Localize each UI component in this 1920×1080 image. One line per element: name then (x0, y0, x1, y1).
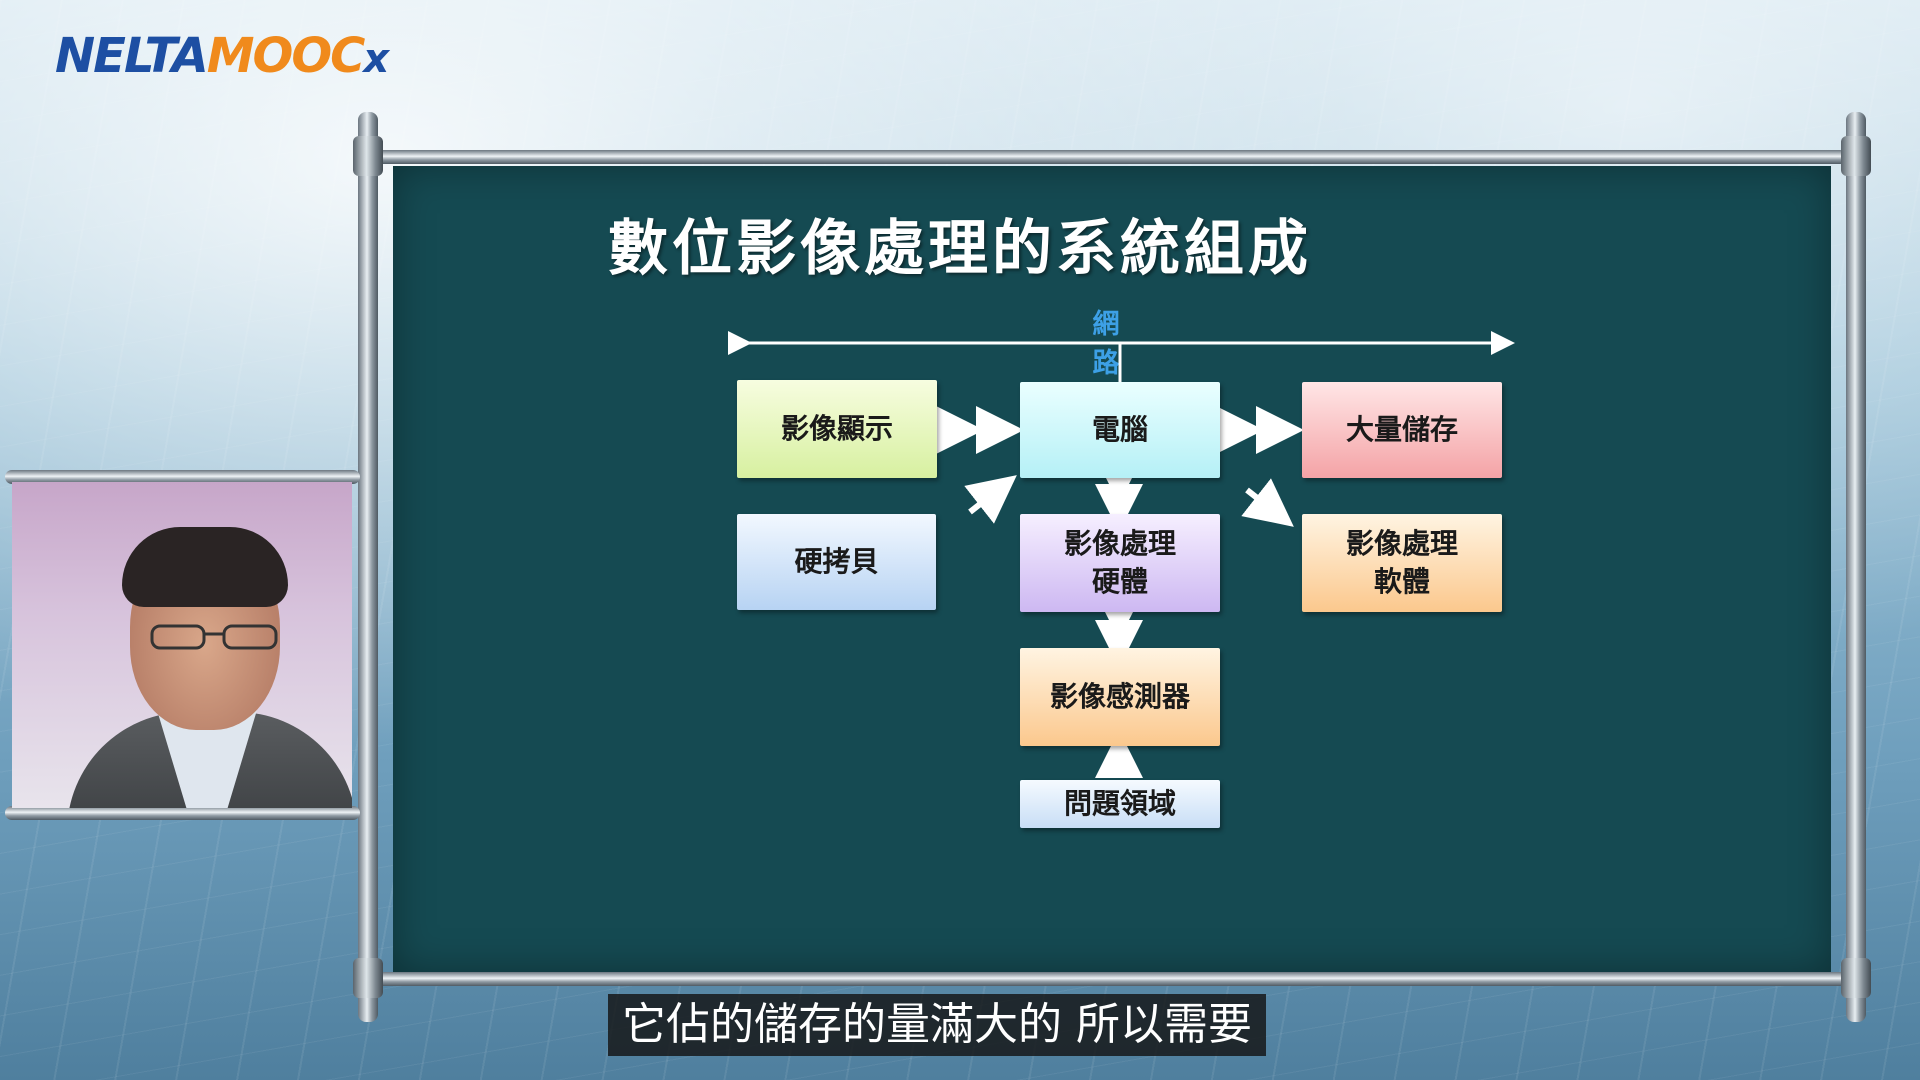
logo-part-mooc: MOOC (206, 28, 366, 84)
presenter-hair (122, 527, 288, 607)
subtitle-caption: 它佔的儲存的量滿大的 所以需要 (608, 994, 1266, 1056)
slide-title: 數位影像處理的系統組成 (608, 214, 1312, 284)
box-image-processing-software: 影像處理 軟體 (1302, 514, 1502, 612)
logo-part-x: x (363, 36, 389, 82)
frame-knob (353, 136, 383, 176)
box-computer: 電腦 (1020, 382, 1220, 478)
frame-knob (1841, 958, 1871, 998)
camera-frame-bar-bottom (5, 806, 360, 820)
presenter-video (12, 482, 352, 808)
box-hardcopy: 硬拷貝 (737, 514, 936, 610)
box-image-display: 影像顯示 (737, 380, 937, 478)
frame-pole-right (1846, 112, 1866, 1022)
arrow-computer-software (1241, 478, 1294, 527)
box-image-sensor: 影像感測器 (1020, 648, 1220, 746)
frame-bar-top (375, 150, 1847, 164)
box-mass-storage: 大量儲存 (1302, 382, 1502, 478)
box-problem-domain: 問題領域 (1020, 780, 1220, 828)
arrow-hardcopy-computer (964, 475, 1017, 524)
frame-bar-bottom (375, 972, 1847, 986)
frame-knob (1841, 136, 1871, 176)
camera-frame-bar-top (5, 470, 360, 484)
box-image-processing-hardware: 影像處理 硬體 (1020, 514, 1220, 612)
frame-knob (353, 958, 383, 998)
logo-part-nelta: NELTA (55, 28, 209, 84)
frame-pole-left (358, 112, 378, 1022)
glasses-icon (150, 624, 278, 650)
nelta-mooc-logo: NELTAMOOCx (55, 28, 389, 84)
